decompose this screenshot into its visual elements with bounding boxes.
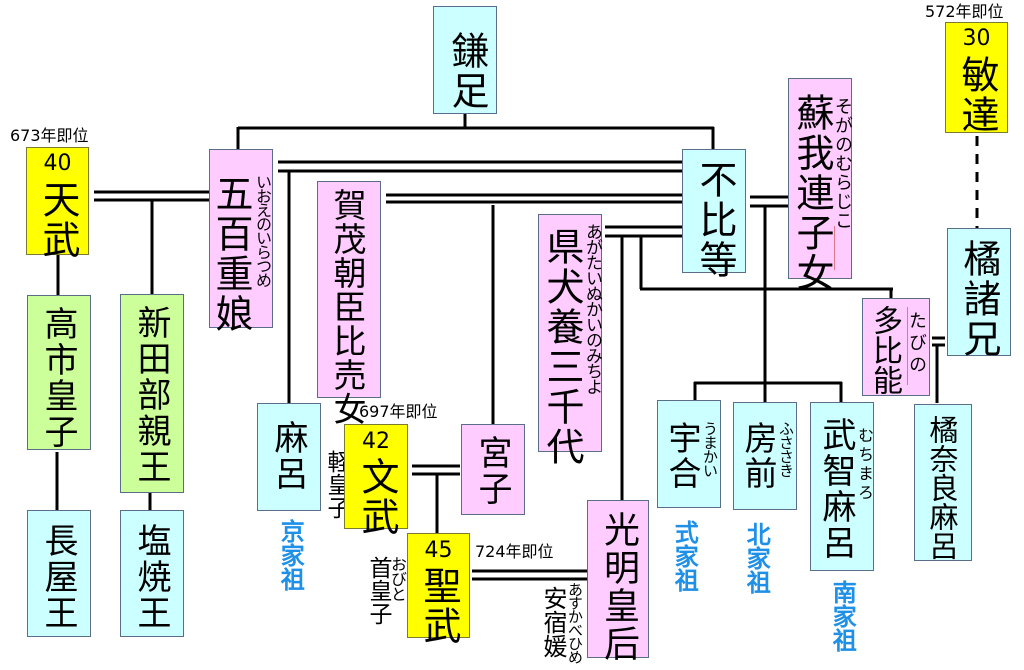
name-label: 麻呂 [268,420,308,492]
reign-year-bidatsu: 572年即位 [925,2,1004,21]
reign-year-monmu: 697年即位 [359,402,438,421]
person-nagaya: 長屋王 [27,510,91,637]
name-label: 武智麻呂 [816,417,856,561]
person-kamatari: 鎌足 [433,6,497,114]
name-label: 賀茂朝臣比売女 [328,188,367,426]
name-label: 県犬養三千代 [540,227,584,467]
ruby-reading: いおえのいらつめ [253,174,272,286]
name-label: 宮子 [472,435,512,507]
person-maro: 麻呂 [257,403,321,511]
house-founder-nanke: 南家祖 [828,580,857,652]
alt-name-obito: 首皇子 [365,556,391,625]
person-naramaro: 橘奈良麻呂 [914,404,972,561]
name-label: 新田部親王 [131,305,171,485]
ruby-reading: むちまろ [855,427,874,503]
person-muchimaro: 武智麻呂 むちまろ [810,402,874,571]
emperor-number: 40 [43,151,72,176]
person-niitabe: 新田部親王 [120,294,184,493]
name-label: 五百重娘 [209,174,253,334]
name-label: 高市皇子 [38,306,78,450]
name-label: 聖武 [417,566,461,646]
person-kamo: 賀茂朝臣比売女 [317,181,381,426]
emperor-number: 30 [962,26,991,51]
name-label: 橘奈良麻呂 [925,415,959,560]
emperor-number: 42 [362,429,390,454]
person-miyako: 宮子 [461,424,525,515]
person-fusasaki: 房前 ふささき [733,402,797,510]
ruby-reading: あがたいぬかいのみちよ [582,223,602,394]
person-komyo: 光明皇后 [587,500,649,663]
house-founder-shikike: 式家祖 [670,520,699,592]
person-tabino: 多比能 たびの [862,298,930,396]
ruby-asukabe: あすかべひめ [566,582,584,663]
name-label: 多比能 [867,305,902,395]
house-founder-hokke: 北家祖 [742,522,771,594]
name-label: 鎌足 [445,31,489,111]
person-agata: 県犬養三千代 あがたいぬかいのみちよ [538,214,602,467]
name-label: 文武 [355,457,399,537]
ruby-reading: うまかい [701,421,719,477]
ruby-guide-line [834,226,835,270]
emperor-tenmu: 40 天武 [26,147,89,260]
ruby-reading: そがのむらじこ [832,97,853,230]
name-label: 敏達 [955,55,999,135]
person-moroe: 橘諸兄 [947,228,1011,359]
person-ioe: 五百重娘 いおえのいらつめ [209,149,273,334]
name-label: 塩焼王 [131,523,171,631]
ruby-reading: ふささき [777,421,795,477]
ruby-guide-line [907,307,908,385]
person-shioyaki: 塩焼王 [120,510,184,637]
name-label: 長屋王 [38,523,78,631]
person-takechi: 高市皇子 [27,295,91,450]
reign-year-shomu: 724年即位 [475,542,554,561]
emperor-bidatsu: 30 敏達 [945,22,1008,135]
name-label: 房前 [739,421,778,491]
house-founder-kyoke: 京家祖 [276,519,305,591]
emperor-shomu: 45 聖武 [407,533,470,646]
name-label: 光明皇后 [598,511,639,663]
name-label: 橘諸兄 [957,239,1001,359]
name-label: 宇合 [663,421,702,491]
person-soga: 蘇我連子女 そがのむらじこ [788,78,853,293]
ruby-obito: おびと [388,556,407,601]
person-fuhito: 不比等 [682,149,746,280]
alt-name-asukabe: 安宿媛 [539,586,567,658]
name-label: 蘇我連子女 [790,93,834,293]
emperor-monmu: 42 文武 [344,424,408,537]
ruby-reading: たびの [906,311,927,377]
person-umakai: 宇合 うまかい [657,400,721,508]
name-label: 天武 [36,180,80,260]
emperor-number: 45 [424,538,453,563]
reign-year-tenmu: 673年即位 [10,126,89,145]
name-label: 不比等 [693,160,737,280]
